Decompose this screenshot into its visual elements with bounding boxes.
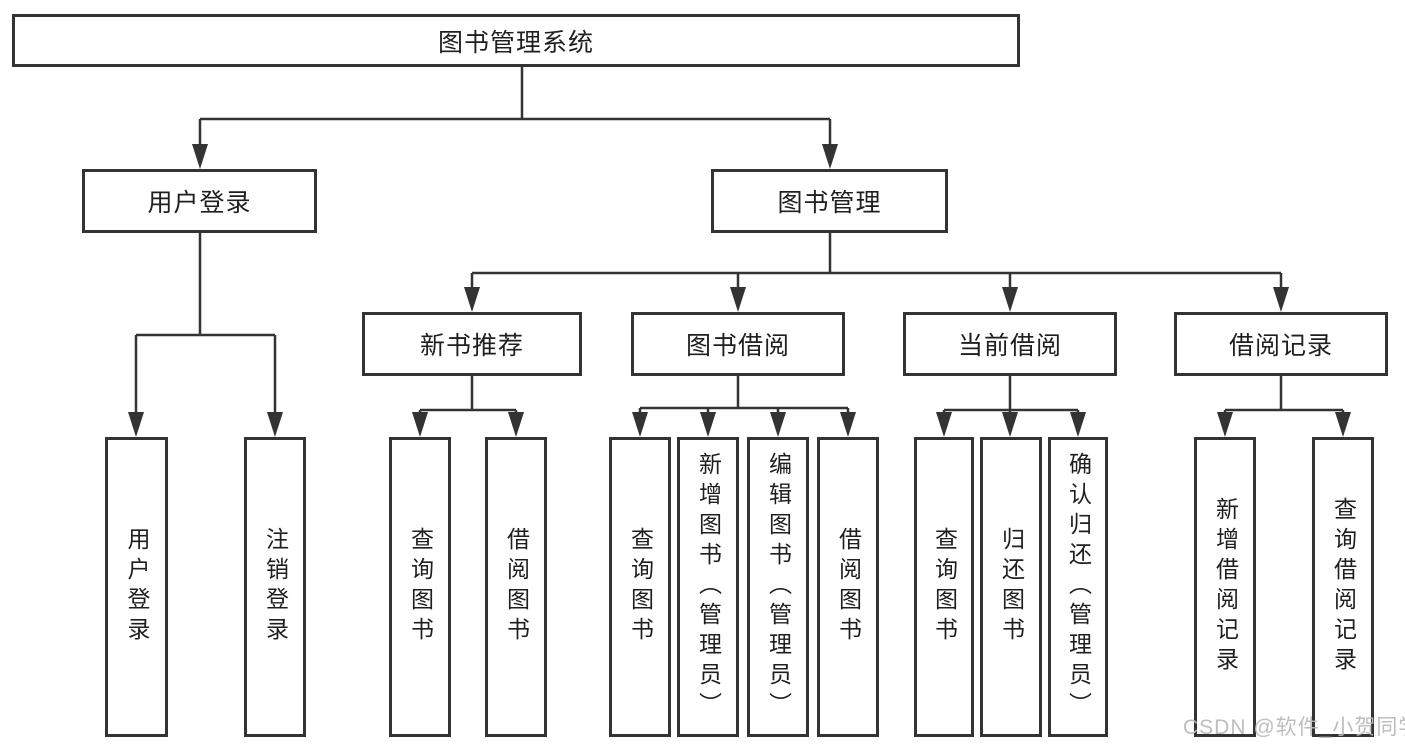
- node-label: 查询图书: [931, 527, 958, 647]
- arrowhead-book-mgmt: [822, 144, 838, 169]
- node-book-borrow: 图书借阅: [631, 312, 845, 376]
- leaf-return-book: 归还图书: [980, 437, 1042, 737]
- arrowhead-confirm-return: [1070, 412, 1086, 437]
- connector-book-borrow-children: [638, 376, 850, 414]
- leaf-add-book-admin: 新增图书（管理员）: [677, 437, 739, 737]
- arrowhead-current-borrow: [1002, 287, 1018, 312]
- node-current-borrow: 当前借阅: [903, 312, 1117, 376]
- connector-new-book-children: [418, 376, 518, 414]
- node-label: 新增借阅记录: [1212, 497, 1239, 677]
- node-label: 查询图书: [627, 527, 654, 647]
- connector-book-mgmt-to-level3: [470, 233, 1283, 289]
- node-label: 确认归还（管理员）: [1065, 452, 1092, 722]
- node-label: 新增图书（管理员）: [695, 452, 722, 722]
- leaf-query-book-1: 查询图书: [389, 437, 451, 737]
- node-new-book-recommend: 新书推荐: [362, 312, 582, 376]
- node-label: 查询借阅记录: [1330, 497, 1357, 677]
- node-label: 借阅图书: [503, 527, 530, 647]
- arrowhead-add-borrow-record: [1217, 412, 1233, 437]
- arrowhead-edit-book: [770, 412, 786, 437]
- leaf-query-book-2: 查询图书: [609, 437, 671, 737]
- node-borrow-records: 借阅记录: [1174, 312, 1388, 376]
- leaf-edit-book-admin: 编辑图书（管理员）: [747, 437, 809, 737]
- node-label: 查询图书: [407, 527, 434, 647]
- arrowhead-borrow-records: [1273, 287, 1289, 312]
- leaf-logout: 注销登录: [244, 437, 306, 737]
- node-label: 图书管理: [777, 189, 882, 217]
- leaf-user-login: 用户登录: [105, 437, 168, 737]
- csdn-watermark: CSDN @软件_小贺同学: [1183, 716, 1405, 739]
- node-label: 注销登录: [262, 527, 289, 647]
- node-label: 当前借阅: [957, 332, 1062, 360]
- arrowhead-new-book: [464, 287, 480, 312]
- connector-user-login-children: [134, 233, 277, 414]
- node-label: 编辑图书（管理员）: [765, 452, 792, 722]
- node-label: 图书借阅: [685, 332, 790, 360]
- node-label: 用户登录: [147, 189, 252, 217]
- node-user-login: 用户登录: [82, 169, 317, 233]
- arrowhead-query-borrow-record: [1335, 412, 1351, 437]
- leaf-borrow-book-1: 借阅图书: [485, 437, 547, 737]
- leaf-query-borrow-record: 查询借阅记录: [1312, 437, 1374, 737]
- connector-current-borrow-children: [942, 376, 1080, 414]
- node-label: 用户登录: [124, 527, 150, 647]
- leaf-confirm-return-admin: 确认归还（管理员）: [1048, 437, 1108, 737]
- arrowhead-query-book-3: [936, 412, 952, 437]
- leaf-add-borrow-record: 新增借阅记录: [1194, 437, 1256, 737]
- node-book-management: 图书管理: [711, 169, 948, 233]
- arrowhead-user-login: [192, 144, 208, 169]
- connector-borrow-records-children: [1223, 376, 1345, 414]
- arrowhead-query-book-1: [412, 412, 428, 437]
- node-label: 图书管理系统: [437, 28, 594, 57]
- node-label: 归还图书: [998, 527, 1025, 647]
- node-label: 借阅图书: [835, 527, 862, 647]
- arrowhead-borrow-book-1: [508, 412, 524, 437]
- arrowhead-book-borrow: [730, 287, 746, 312]
- connector-root-to-level2: [198, 67, 832, 146]
- arrowhead-add-book: [700, 412, 716, 437]
- arrowhead-v-user-login: [128, 412, 144, 437]
- node-label: 借阅记录: [1228, 332, 1333, 360]
- leaf-borrow-book-2: 借阅图书: [817, 437, 879, 737]
- arrowhead-borrow-book-2: [840, 412, 856, 437]
- leaf-query-book-3: 查询图书: [914, 437, 974, 737]
- node-label: 新书推荐: [419, 332, 524, 360]
- arrowhead-v-logout: [267, 412, 283, 437]
- arrowhead-return-book: [1002, 412, 1018, 437]
- arrowhead-query-book-2: [632, 412, 648, 437]
- node-root-system: 图书管理系统: [12, 14, 1020, 67]
